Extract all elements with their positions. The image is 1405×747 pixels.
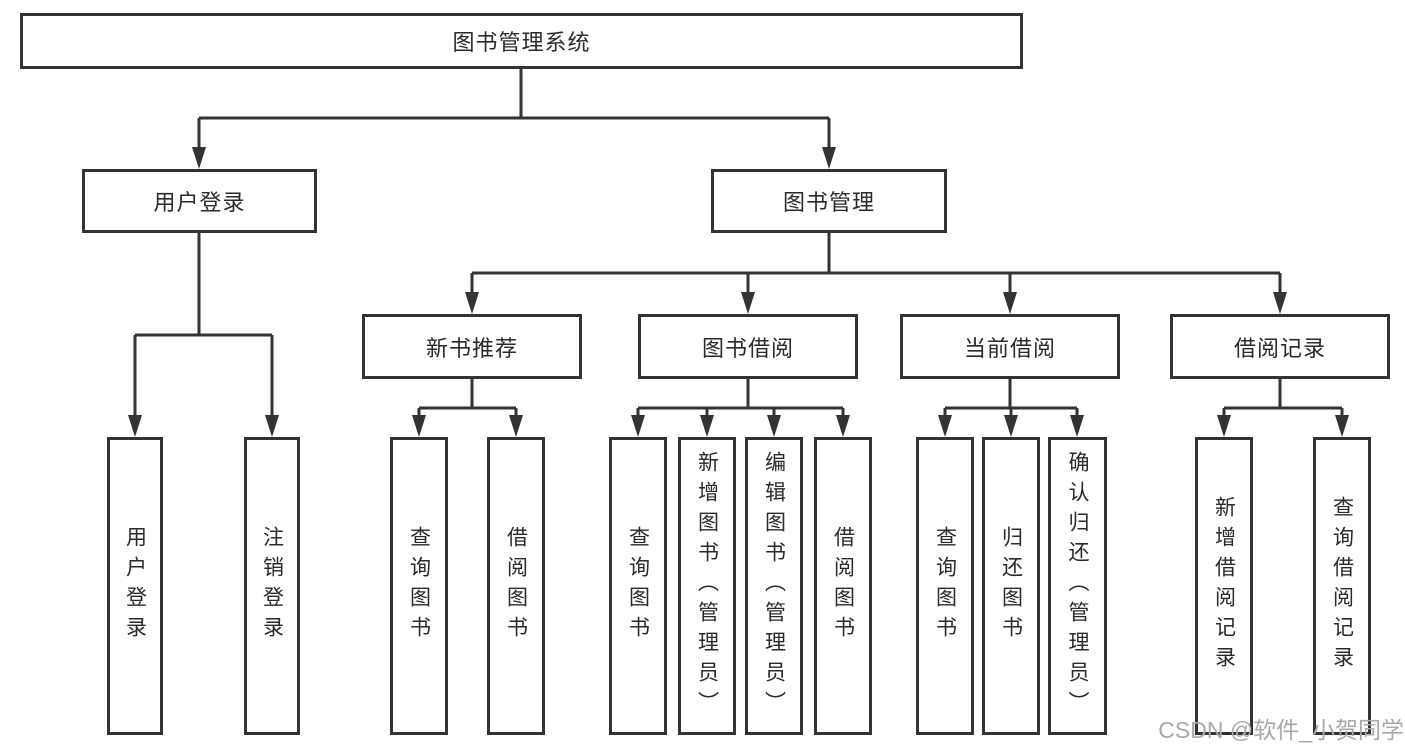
node-borrowing-records: 借阅记录 bbox=[1170, 314, 1390, 379]
node-current-borrowing: 当前借阅 bbox=[900, 314, 1120, 379]
node-book-borrowing: 图书借阅 bbox=[638, 314, 858, 379]
node-bb-add-book-admin: 新增图书（管理员） bbox=[678, 437, 736, 735]
node-leaf-user-login: 用户登录 bbox=[107, 437, 163, 735]
node-br-add-record: 新增借阅记录 bbox=[1195, 437, 1253, 735]
node-bb-query-book: 查询图书 bbox=[609, 437, 667, 735]
node-cb-return-book: 归还图书 bbox=[982, 437, 1040, 735]
node-bb-edit-book-admin: 编辑图书（管理员） bbox=[745, 437, 803, 735]
node-cb-confirm-return-admin: 确认归还（管理员） bbox=[1048, 437, 1107, 735]
node-library-system: 图书管理系统 bbox=[20, 13, 1023, 69]
node-nbr-query-book: 查询图书 bbox=[390, 437, 448, 735]
node-bb-borrow-book: 借阅图书 bbox=[814, 437, 872, 735]
node-book-management: 图书管理 bbox=[711, 169, 947, 233]
node-leaf-logout: 注销登录 bbox=[244, 437, 300, 735]
tree-edges bbox=[133, 69, 1344, 421]
node-new-book-recommend: 新书推荐 bbox=[362, 314, 582, 379]
node-cb-query-book: 查询图书 bbox=[916, 437, 974, 735]
node-user-login: 用户登录 bbox=[82, 169, 317, 233]
csdn-watermark: CSDN @软件_小贺同学 bbox=[1158, 717, 1404, 743]
node-nbr-borrow-book: 借阅图书 bbox=[487, 437, 545, 735]
node-br-query-record: 查询借阅记录 bbox=[1313, 437, 1371, 735]
